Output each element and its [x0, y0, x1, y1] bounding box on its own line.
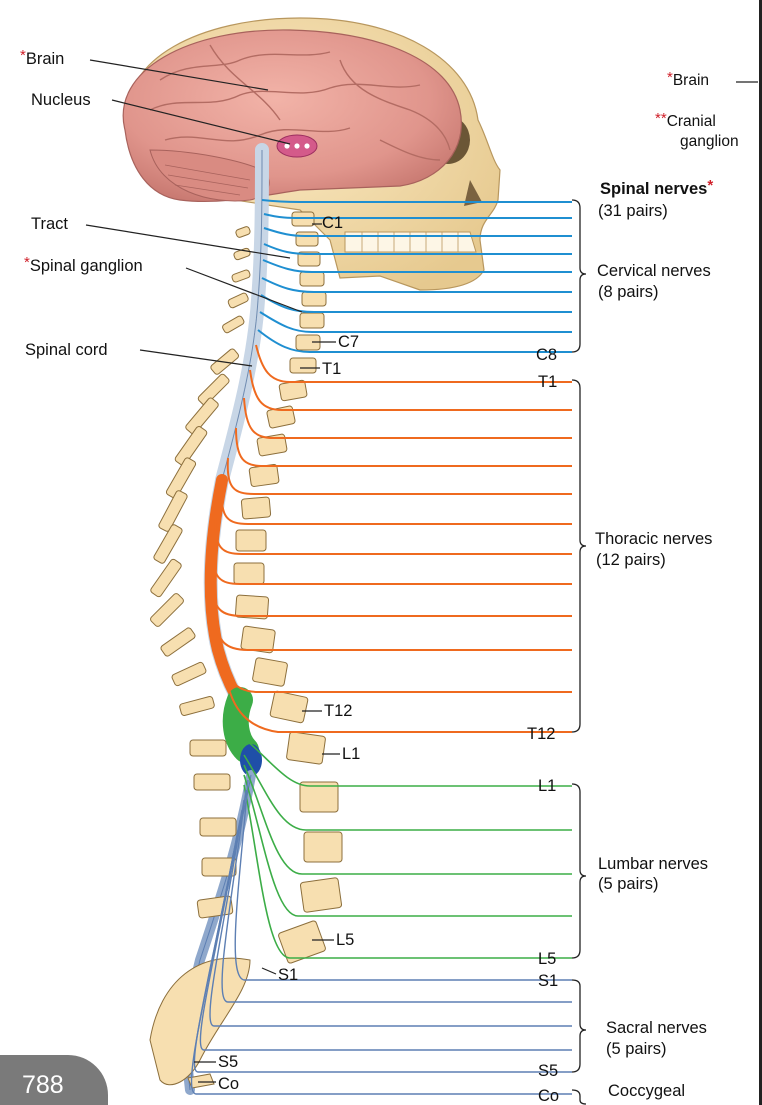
group-title-cervical: Cervical nerves [597, 263, 711, 280]
vertebra-label-t12: T12 [324, 703, 352, 720]
nerve-label-co: Co [538, 1088, 559, 1105]
group-braces [572, 200, 586, 1104]
vertebra-label-co: Co [218, 1076, 239, 1093]
nerve-label-l5: L5 [538, 951, 556, 968]
vertebra-label-l1: L1 [342, 746, 360, 763]
label-brain-right: *Brain [667, 73, 709, 89]
nerve-label-s1: S1 [538, 973, 558, 990]
nerve-label-l1: L1 [538, 778, 556, 795]
label-spinal-cord: Spinal cord [25, 342, 108, 359]
sacral-nerves [192, 780, 572, 1094]
vertebra-label-c7: C7 [338, 334, 359, 351]
vertebra-label-t1: T1 [322, 361, 341, 378]
asterisk-marker: * [20, 47, 26, 64]
lumbar-nerves [244, 740, 572, 958]
asterisk-marker: * [667, 69, 673, 86]
asterisk-marker: ** [655, 110, 667, 127]
nerve-label-t12: T12 [527, 726, 555, 743]
group-title-thoracic: Thoracic nerves [595, 531, 712, 548]
label-ganglion: ganglion [680, 134, 739, 150]
group-title-coccygeal: Coccygeal [608, 1083, 685, 1100]
group-pairs-lumbar: (5 pairs) [598, 876, 659, 893]
group-title-spinal: Spinal nerves* [600, 181, 713, 198]
nerve-label-s5: S5 [538, 1063, 558, 1080]
group-title-sacral: Sacral nerves [606, 1020, 707, 1037]
nerve-label-t1: T1 [538, 374, 557, 391]
vertebra-label-s1: S1 [278, 967, 298, 984]
group-pairs-sacral: (5 pairs) [606, 1041, 667, 1058]
asterisk-marker: * [24, 254, 30, 271]
label-cranial: **Cranial [655, 114, 716, 130]
label-nucleus: Nucleus [31, 92, 91, 109]
group-title-lumbar: Lumbar nerves [598, 856, 708, 873]
asterisk-marker: * [707, 177, 713, 194]
vertebra-label-l5: L5 [336, 932, 354, 949]
label-tract: Tract [31, 216, 68, 233]
vertebra-label-s5: S5 [218, 1054, 238, 1071]
vertebra-label-c1: C1 [322, 215, 343, 232]
label-brain: *Brain [20, 51, 64, 68]
label-spinal-ganglion: *Spinal ganglion [24, 258, 143, 275]
group-pairs-spinal: (31 pairs) [598, 203, 668, 220]
group-pairs-thoracic: (12 pairs) [596, 552, 666, 569]
group-pairs-cervical: (8 pairs) [598, 284, 659, 301]
page-number: 788 [22, 1071, 64, 1100]
nerve-label-c8: C8 [536, 347, 557, 364]
